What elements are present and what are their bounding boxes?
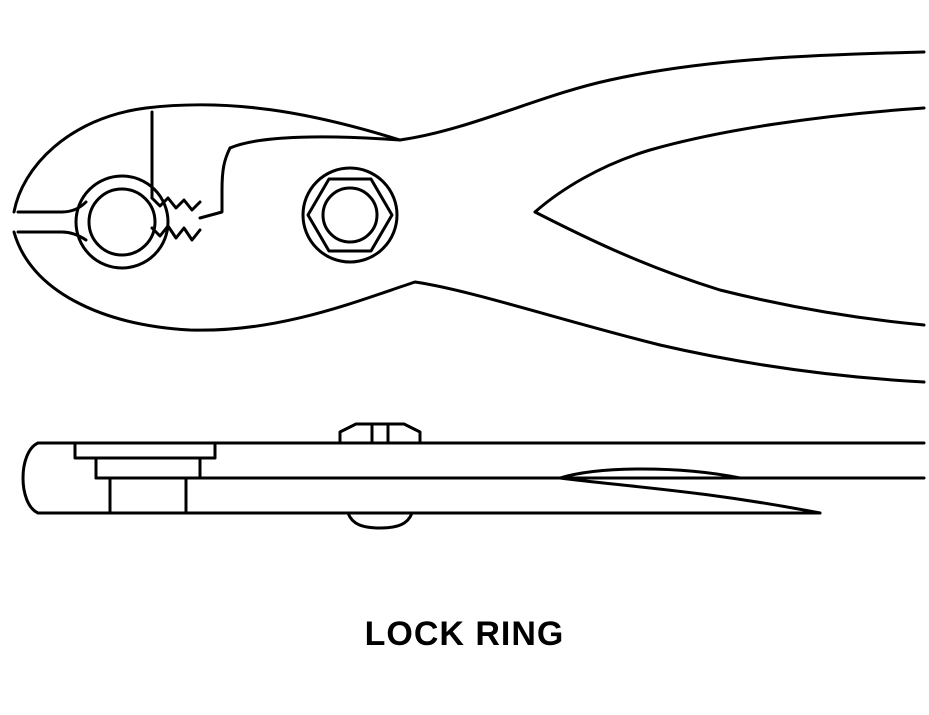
- lower-jaw-outline: [12, 230, 926, 384]
- side-jaw-step-mid: [94, 456, 202, 480]
- jaw-tip-lower: [16, 230, 88, 242]
- side-nose: [21, 441, 40, 515]
- jaw-tip-upper: [16, 200, 88, 214]
- side-handle-taper: [558, 476, 822, 515]
- side-jaw-step-lower: [94, 476, 188, 515]
- upper-handle-inner-edge: [533, 106, 926, 214]
- caption-lock-ring: LOCK RING: [364, 615, 565, 653]
- jaw-teeth: [150, 196, 202, 242]
- pivot-outer-ring: [301, 166, 399, 264]
- side-nut-top: [338, 422, 422, 445]
- pivot-bolt: [321, 186, 379, 244]
- lower-handle-neck: [198, 146, 232, 220]
- lock-ring-outer: [74, 174, 170, 270]
- lock-ring-inner: [87, 187, 157, 257]
- pliers-top-view: [12, 50, 926, 384]
- lower-handle-inner-edge: [533, 210, 926, 327]
- side-bolt-bottom: [346, 511, 414, 530]
- side-handle-groove: [558, 467, 742, 480]
- lower-handle-body: [228, 135, 402, 150]
- pliers-side-view: [21, 422, 926, 530]
- pivot-hex-nut: [306, 177, 394, 253]
- side-jaw-step-upper: [73, 441, 217, 460]
